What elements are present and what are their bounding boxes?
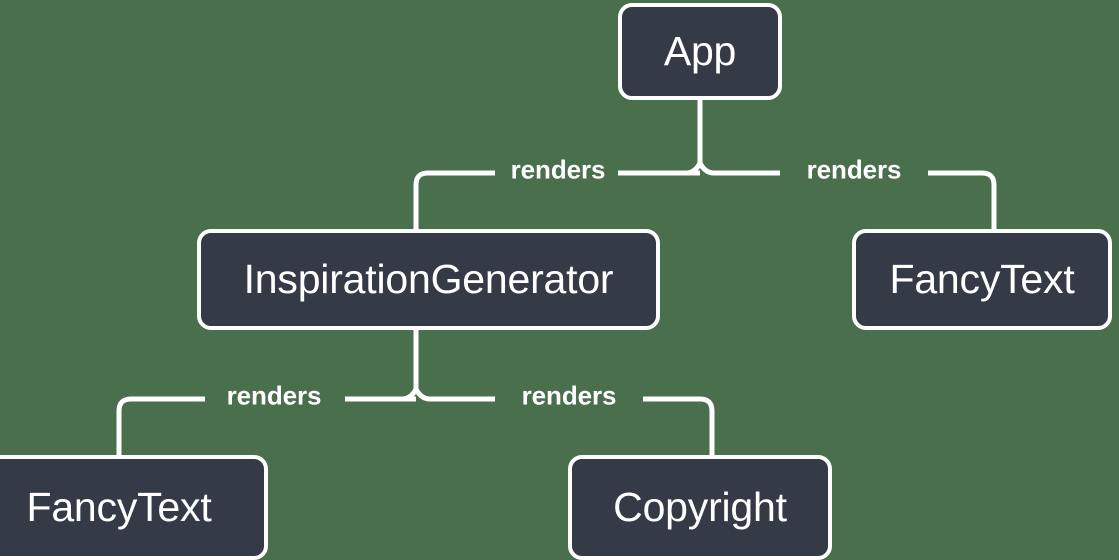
node-copyright-label: Copyright	[613, 484, 787, 530]
node-fancytext-bottom-left[interactable]: FancyText	[0, 455, 268, 560]
wire-to-fancytext-bottom-left	[116, 396, 143, 455]
node-inspiration-generator-label: InspirationGenerator	[243, 256, 614, 302]
wire-to-fancytext-right	[970, 170, 997, 229]
node-fancytext-bottom-left-label: FancyText	[26, 484, 212, 530]
edge-label-inspiration-generator-to-copyright: renders	[521, 380, 617, 411]
node-fancytext-right-label: FancyText	[889, 256, 1075, 302]
node-fancytext-right[interactable]: FancyText	[852, 229, 1112, 330]
node-inspiration-generator[interactable]: InspirationGenerator	[197, 229, 660, 330]
wire-inspiration-generator-tee	[401, 383, 431, 402]
wire-to-inspiration-generator	[413, 170, 440, 229]
edge-label-app-to-fancytext-right: renders	[806, 154, 902, 185]
wire-to-copyright	[688, 396, 715, 455]
node-app[interactable]: App	[618, 3, 782, 100]
node-app-label: App	[663, 28, 737, 74]
edge-label-inspiration-generator-to-fancytext: renders	[226, 380, 322, 411]
node-copyright[interactable]: Copyright	[568, 455, 832, 560]
edge-label-app-to-inspiration-generator: renders	[510, 154, 606, 185]
wire-app-tee	[685, 157, 715, 176]
